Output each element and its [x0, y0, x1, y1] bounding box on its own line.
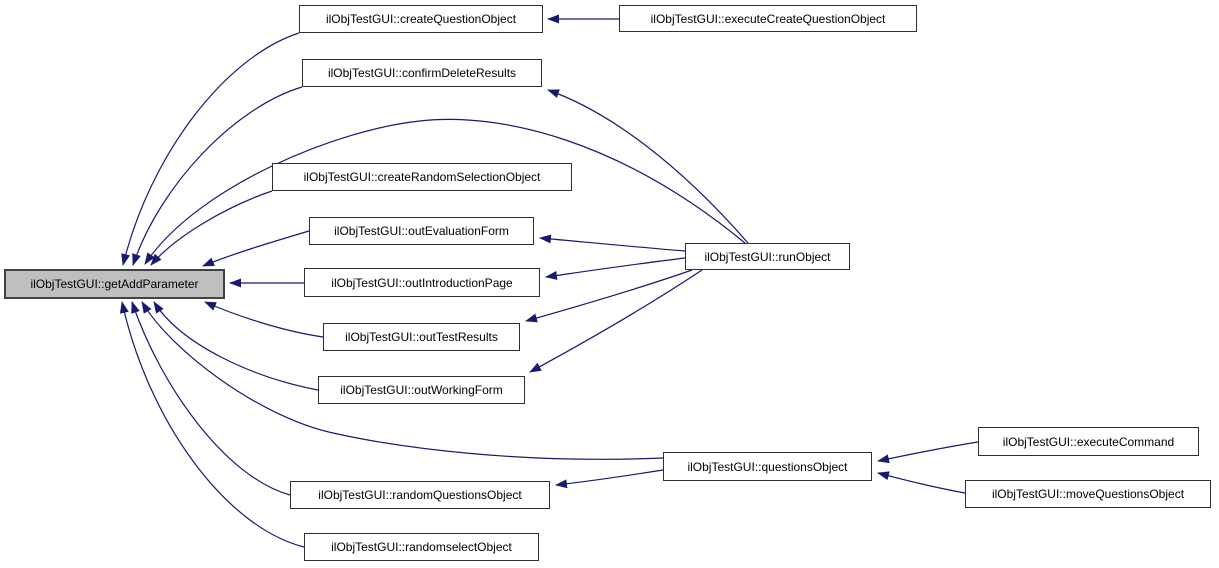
edge-randomselectObject-to-getAddParameter: [119, 301, 305, 548]
edge-executeCommand-to-questionsObject: [877, 441, 979, 464]
node-runObject[interactable]: ilObjTestGUI::runObject: [685, 243, 850, 270]
edge-outTestResults-to-getAddParameter: [204, 301, 324, 338]
node-outWorkingForm[interactable]: ilObjTestGUI::outWorkingForm: [318, 376, 525, 404]
edge-questionsObject-to-getAddParameter: [141, 301, 664, 460]
edge-confirmDeleteResults-to-getAddParameter: [132, 86, 303, 266]
node-getAddParameter: ilObjTestGUI::getAddParameter: [4, 269, 225, 299]
edge-outWorkingForm-to-getAddParameter: [153, 301, 319, 391]
node-createRandomSelectionObject[interactable]: ilObjTestGUI::createRandomSelectionObjec…: [272, 163, 572, 191]
node-randomQuestionsObject[interactable]: ilObjTestGUI::randomQuestionsObject: [290, 481, 550, 509]
edge-runObject-to-outTestResults: [525, 269, 693, 323]
edge-questionsObject-to-randomQuestionsObject: [555, 469, 664, 489]
node-outIntroductionPage[interactable]: ilObjTestGUI::outIntroductionPage: [304, 268, 540, 297]
edge-runObject-to-outIntroductionPage: [545, 257, 686, 280]
edge-runObject-to-getAddParameter: [144, 118, 746, 265]
edge-moveQuestionsObject-to-questionsObject: [877, 471, 966, 494]
edge-runObject-to-outEvaluationForm: [539, 234, 686, 252]
node-executeCreateQuestionObject[interactable]: ilObjTestGUI::executeCreateQuestionObjec…: [619, 5, 917, 32]
node-createQuestionObject[interactable]: ilObjTestGUI::createQuestionObject: [299, 5, 543, 33]
node-confirmDeleteResults[interactable]: ilObjTestGUI::confirmDeleteResults: [302, 59, 542, 87]
edge-runObject-to-outWorkingForm: [529, 269, 703, 373]
node-moveQuestionsObject[interactable]: ilObjTestGUI::moveQuestionsObject: [965, 480, 1211, 508]
node-executeCommand[interactable]: ilObjTestGUI::executeCommand: [978, 427, 1199, 456]
edge-randomQuestionsObject-to-getAddParameter: [131, 301, 291, 496]
node-questionsObject[interactable]: ilObjTestGUI::questionsObject: [663, 452, 872, 481]
node-outTestResults[interactable]: ilObjTestGUI::outTestResults: [323, 323, 520, 351]
node-randomselectObject[interactable]: ilObjTestGUI::randomselectObject: [304, 533, 539, 561]
node-outEvaluationForm[interactable]: ilObjTestGUI::outEvaluationForm: [309, 217, 534, 245]
edge-createQuestionObject-to-getAddParameter: [121, 32, 300, 266]
edge-runObject-to-confirmDeleteResults: [547, 89, 749, 244]
edge-createRandomSelectionObject-to-getAddParameter: [150, 190, 273, 266]
edge-outEvaluationForm-to-getAddParameter: [202, 230, 310, 267]
